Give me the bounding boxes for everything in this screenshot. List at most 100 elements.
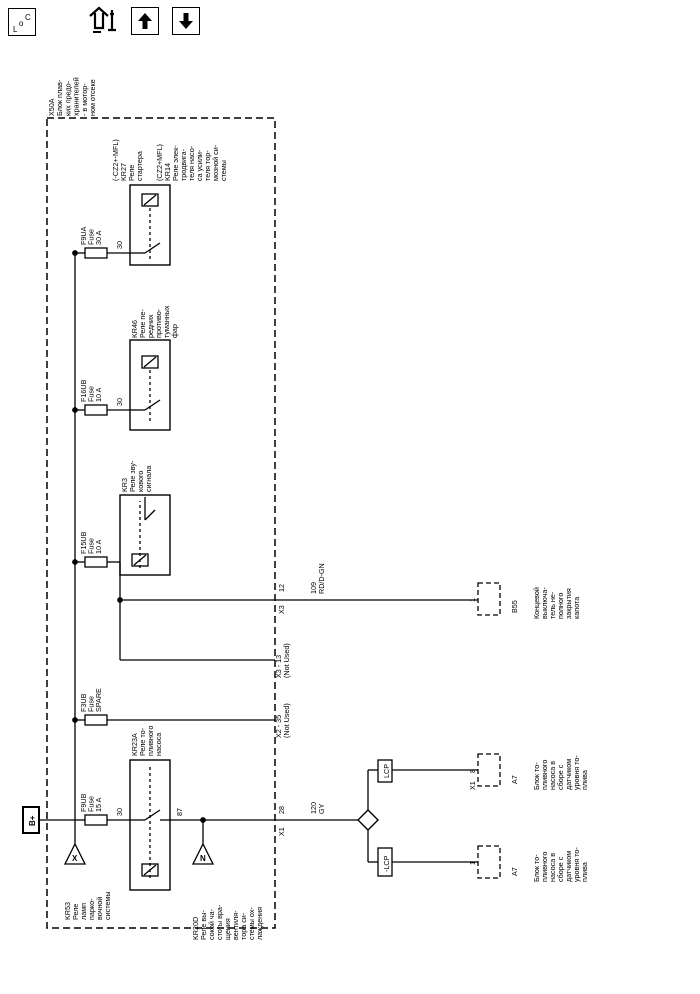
fuse-label-line: F3UB [79, 693, 88, 712]
ref-kr20d-letter: N [200, 854, 206, 863]
component-a7-nolcp-desc-line: пливного [540, 852, 549, 882]
component-b55-desc-line: капота [572, 597, 581, 619]
connector-x3: X3 [277, 605, 286, 614]
component-b55-desc-line: выключа- [540, 587, 549, 619]
page-up-icon[interactable] [131, 7, 159, 35]
relay-kr14-label-line: теля тор- [203, 150, 212, 181]
relay-kr46-box [129, 339, 171, 431]
connector-x3-13-line: X3 - 13 [274, 655, 283, 678]
relay-kr46-label-line: туманных [162, 305, 171, 338]
component-locator-glyph [89, 6, 116, 33]
wire-109-label-line: RD/D-GN [317, 563, 326, 594]
module-label-line: X50A [47, 98, 56, 116]
relay-kr27-box [129, 184, 171, 266]
fuse-symbol [84, 404, 108, 416]
option-no-lcp-label: -LCP [382, 855, 391, 872]
relay-kr3-label-line: кового [136, 471, 145, 492]
pin-label: 87 [175, 808, 184, 816]
ref-kr20d-label-line: щения [223, 918, 232, 940]
component-a7-lcp-id: A7 [510, 775, 519, 784]
relay-kr23a-label-line: пливного [146, 726, 155, 756]
relay-kr23a-box [129, 759, 171, 891]
component-a7-nolcp-desc-line: плива [580, 862, 589, 882]
fuse-label-line: F9UA [79, 226, 88, 245]
fuse-label-line: 15 A [94, 797, 103, 812]
toolbar: L o C [0, 0, 700, 50]
component-a7-lcp-desc-line: Блок то- [532, 762, 541, 790]
component-a7-nolcp-pin: 1 [468, 861, 477, 865]
pin-label: 30 [115, 241, 124, 249]
option-no-lcp-label-line: -LCP [382, 855, 391, 872]
ref-kr20d-label-line: стоты вра- [215, 904, 224, 940]
component-a7-nolcp-pin-line: 1 [468, 861, 477, 865]
relay-kr14-label-line: са усили- [195, 149, 204, 181]
component-b55-desc-line: тель не- [548, 591, 557, 619]
location-code-icon[interactable]: L o C [8, 8, 36, 36]
relay-kr14-label-line: Реле элек- [171, 145, 180, 181]
ref-kr20d-label-line: сокой ча- [207, 908, 216, 940]
fuse-symbol [84, 814, 108, 826]
component-a7-lcp-conn: X1 [468, 781, 477, 790]
loc-l: L [13, 25, 18, 34]
ref-kr53-letter: X [72, 854, 78, 863]
relay-kr46-label-line: Реле пе- [138, 309, 147, 338]
module-label-line: хранителей [72, 77, 81, 116]
option-lcp-label: LCP [382, 764, 391, 778]
ref-kr53-label-line: вочной [95, 897, 104, 920]
connector-x1-pin: 28 [277, 806, 286, 814]
relay-kr46-coil-diag [143, 356, 157, 368]
component-a7-lcp-desc-line: уровня то- [572, 755, 581, 790]
connector-x2-35-line: (Not Used) [282, 703, 291, 738]
relay-kr46-label-line: противо- [154, 308, 163, 338]
connector-x3-pin: 12 [277, 584, 286, 592]
connector-x2-35: X2 - 35(Not Used) [274, 703, 291, 738]
ref-kr53-label-line: ламп [79, 903, 88, 920]
module-label-line: - в мотор- [80, 83, 89, 116]
fuse-label-line: SPARE [94, 688, 103, 712]
component-b55-id-line: B55 [510, 600, 519, 613]
fuse-label-line: Fuse [87, 696, 96, 712]
component-b55-desc-line: полного [556, 593, 565, 619]
ref-kr20d-label-line: тора си- [239, 912, 248, 940]
module-label-line: ном отсеке [88, 79, 97, 116]
component-a7-lcp-pin: 8 [468, 769, 477, 773]
component-a7-nolcp-box [477, 845, 501, 879]
relay-kr27-contact [144, 242, 161, 254]
component-a7-nolcp-desc-line: уровня то- [572, 847, 581, 882]
fuse-symbol [84, 714, 108, 726]
ref-kr53-triangle [63, 842, 87, 865]
page-down-icon[interactable] [172, 7, 200, 35]
relay-kr3-label-line: Реле зву- [128, 460, 137, 492]
wire-109-label-line: 109 [309, 582, 318, 594]
pin-label-line: 87 [175, 808, 184, 816]
fuse-label-line: F9UB [79, 793, 88, 812]
component-a7-nolcp-id: A7 [510, 867, 519, 876]
component-locator-icon[interactable] [86, 4, 122, 38]
relay-kr23a-label-line: Реле то- [138, 727, 147, 756]
relay-kr27-label-line: KR27 [119, 163, 128, 181]
ref-kr20d-label-line: стемы ох- [247, 907, 256, 940]
relay-kr46-label-line: KR46 [130, 320, 139, 338]
option-lcp-label-line: LCP [382, 764, 391, 778]
relay-kr14-label-line: (CZ2+MFL) [155, 144, 164, 181]
ref-kr20d-label-line: KR20D [191, 917, 200, 940]
relay-kr27-label-line: (-CZ2+-MFL) [111, 139, 120, 181]
option-box-lcp [377, 759, 393, 783]
relay-kr46-contact [144, 399, 161, 411]
relay-kr27-label-line: стартера [135, 151, 144, 181]
relay-kr14-label-line: тродвига- [179, 148, 188, 181]
relay-kr46-label-line: редних [146, 314, 155, 338]
relay-kr46-label-line: фар [170, 324, 179, 338]
component-a7-nolcp-id-line: A7 [510, 867, 519, 876]
component-a7-lcp-pin-line: 8 [468, 769, 477, 773]
component-b55-pin-line: 1 [468, 598, 477, 602]
